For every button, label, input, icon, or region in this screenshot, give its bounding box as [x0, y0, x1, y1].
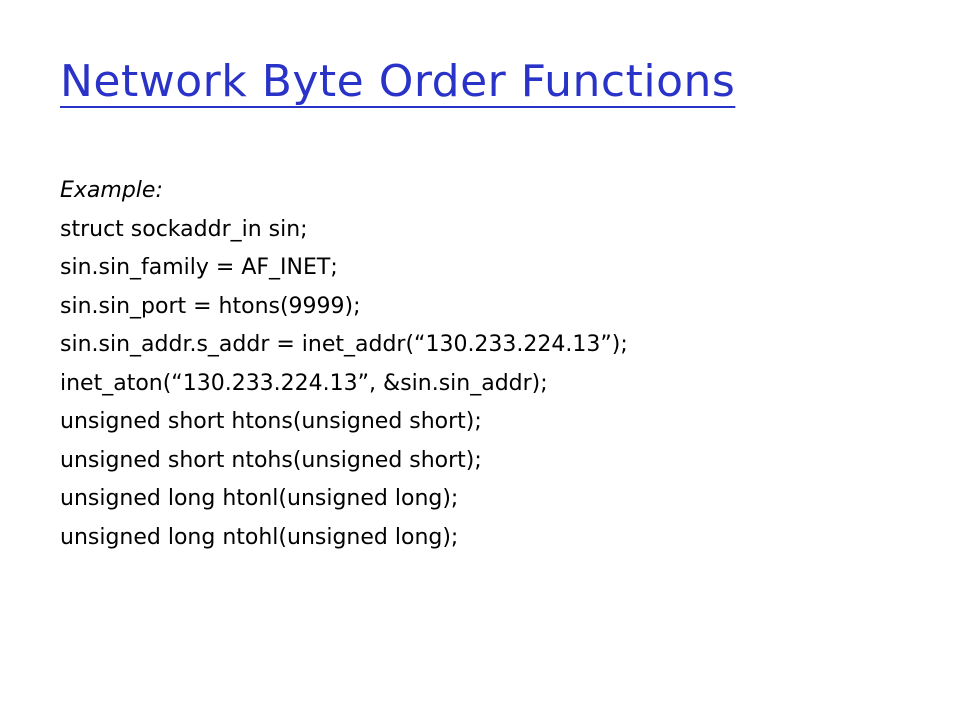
code-line-htons-signature: unsigned short htons(unsigned short);	[60, 409, 482, 434]
code-line-inet-aton: inet_aton(“130.233.224.13”, &sin.sin_add…	[60, 370, 548, 396]
code-line-sin-family: sin.sin_family = AF_INET;	[60, 255, 338, 280]
code-line-inet-addr: sin.sin_addr.s_addr = inet_addr(“130.233…	[60, 332, 628, 357]
slide-body: Example: struct sockaddr_in sin; sin.sin…	[60, 172, 628, 557]
code-line-sin-port: sin.sin_port = htons(9999);	[60, 293, 361, 319]
code-line-ntohl-signature: unsigned long ntohl(unsigned long);	[60, 524, 459, 550]
code-line-struct-declaration: struct sockaddr_in sin;	[60, 216, 308, 242]
code-line-ntohs-signature: unsigned short ntohs(unsigned short);	[60, 447, 482, 473]
example-label: Example:	[60, 178, 163, 203]
slide-title: Network Byte Order Functions	[60, 56, 736, 107]
code-line-htonl-signature: unsigned long htonl(unsigned long);	[60, 486, 459, 511]
